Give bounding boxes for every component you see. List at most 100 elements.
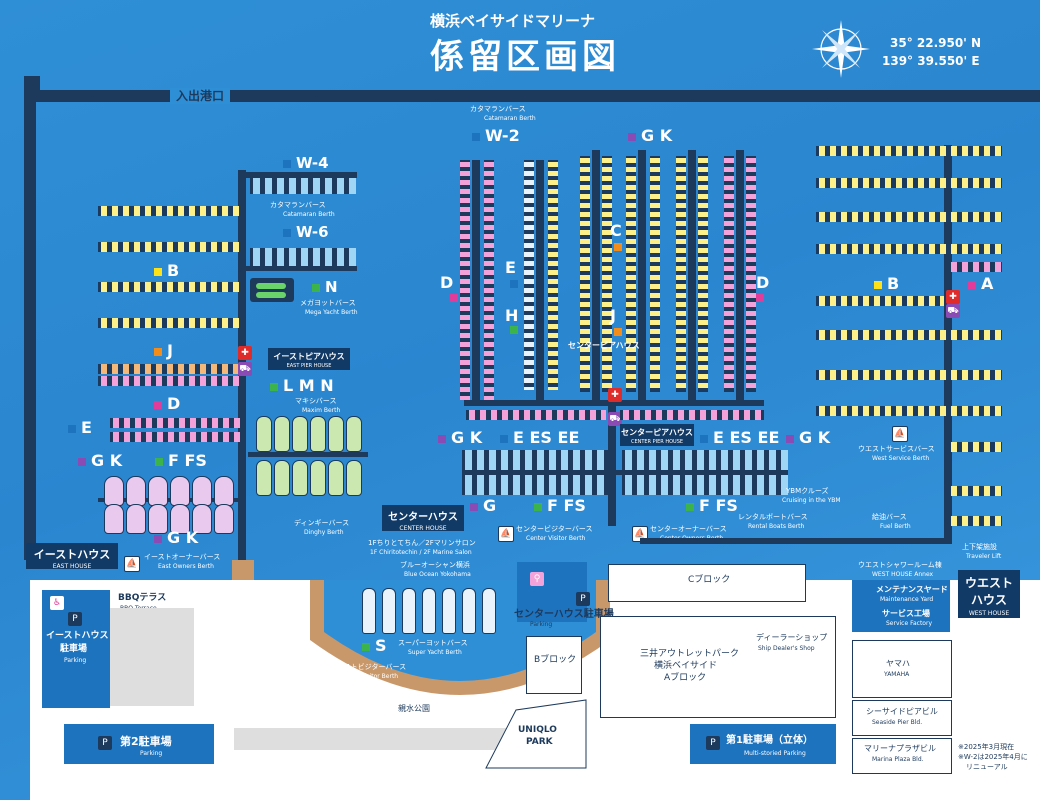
- e-row: [110, 418, 240, 428]
- aed-icon: ✚: [946, 290, 960, 304]
- dinghy-caption: ディンギーバース: [294, 519, 350, 527]
- marina-plaza-jp: マリーナプラザビル: [864, 744, 936, 753]
- mega-yacht-1: [256, 283, 286, 289]
- ffs-slip-row-2: [622, 475, 788, 495]
- dealer-jp: ディーラーショップ: [756, 633, 828, 642]
- gk-slip: [104, 504, 124, 534]
- c-center-label: C: [610, 221, 622, 240]
- h-center-swatch: [510, 326, 518, 334]
- catamaran-w4-caption-en: Catamaran Berth: [283, 211, 335, 218]
- catamaran-w4-caption: カタマランバース: [270, 201, 326, 209]
- latitude: 35° 22.950' N: [890, 36, 982, 50]
- center-pier-house-box[interactable]: センターピアハウス CENTER PIER HOUSE: [620, 424, 694, 446]
- b-block[interactable]: [526, 636, 582, 694]
- maxim-pier: [248, 452, 368, 457]
- rental-caption-en: Rental Boats Berth: [748, 523, 805, 530]
- chirin-caption: 1Fちりとてちん／2Fマリンサロン: [368, 539, 476, 547]
- dinghy-caption-en: Dinghy Berth: [304, 529, 344, 536]
- maint-en: Maintenance Yard: [880, 596, 934, 603]
- westroom-caption-en: WEST HOUSE Annex: [872, 571, 934, 578]
- seaside-en: Seaside Pier Bld.: [872, 719, 923, 726]
- super-yacht-slip: [462, 588, 476, 634]
- marina-plaza-block[interactable]: [852, 738, 952, 774]
- parking-icon: P: [576, 592, 590, 606]
- d-col-1: [460, 160, 470, 400]
- b-row-4: [98, 318, 240, 328]
- maxim-slip: [310, 460, 326, 496]
- center-owners-caption: センターオーナーバース: [650, 525, 727, 533]
- center-house-box[interactable]: センターハウス CENTER HOUSE: [382, 505, 464, 532]
- c-col-2: [580, 156, 590, 392]
- fuel-caption: 給油バース: [872, 513, 907, 521]
- cart-icon: ⛟: [238, 362, 252, 376]
- outlet-1: 三井アウトレットパーク: [640, 649, 740, 659]
- east-parking-en: Parking: [64, 657, 87, 664]
- harbor-entrance-label: 入出港口: [170, 88, 231, 104]
- center-pier-house-jp: センターピアハウス: [621, 428, 693, 437]
- e-row-2: [110, 432, 240, 442]
- maxim-caption: マキシバース: [295, 397, 337, 405]
- a-east-row-1: [948, 262, 1002, 272]
- yamaha-block[interactable]: [852, 640, 952, 698]
- yamaha-jp: ヤマハ: [886, 659, 910, 668]
- maintenance-block[interactable]: [852, 580, 950, 632]
- super-yacht-caption: スーパーヨットバース: [398, 639, 468, 647]
- gk-slip: [170, 476, 190, 506]
- ee-slip-row-2: [622, 450, 788, 470]
- w6-pier: [245, 266, 357, 271]
- outlet-2: 横浜ベイサイド: [654, 661, 718, 671]
- catamaran-w2-caption: カタマランバース: [470, 105, 526, 113]
- maxim-slip: [292, 460, 308, 496]
- d-row-1: [98, 376, 240, 386]
- east-pier-house-box[interactable]: イーストピアハウス EAST PIER HOUSE: [268, 348, 350, 370]
- lift-caption-en: Traveler Lift: [966, 553, 1002, 560]
- west-main-pier: [944, 145, 952, 540]
- maxim-slip: [328, 416, 344, 452]
- b-east-row-10: [948, 486, 1002, 496]
- uniqlo-2: PARK: [526, 737, 553, 747]
- west-house-jp1: ウエスト: [964, 576, 1013, 590]
- seaside-jp: シーサイドピアビル: [866, 707, 938, 716]
- west-house-en: WEST HOUSE: [968, 610, 1010, 617]
- super-yacht-slip: [422, 588, 436, 634]
- east-house-en: EAST HOUSE: [52, 563, 92, 570]
- gk-slip: [170, 504, 190, 534]
- west-house-box[interactable]: ウエスト ハウス WEST HOUSE: [958, 570, 1020, 618]
- mega-yacht-2: [256, 292, 286, 298]
- gk-center-left-label: G K: [438, 430, 482, 446]
- d-center-swatch-2: [756, 294, 764, 302]
- gk-slip: [192, 476, 212, 506]
- b-block-label: Bブロック: [534, 655, 577, 665]
- c-col-1: [548, 160, 558, 390]
- boat-icon: ⛵: [124, 556, 140, 572]
- compass-rose-icon: [812, 20, 870, 78]
- d-pier: [472, 160, 480, 400]
- uniqlo-park[interactable]: [476, 690, 596, 770]
- east-house-box[interactable]: イーストハウス EAST HOUSE: [26, 543, 118, 570]
- w2-berth-label: W-2: [472, 128, 520, 144]
- outlet-a-block[interactable]: [600, 616, 836, 718]
- b-east-row-9: [948, 442, 1002, 452]
- eesee-right-label: E ES EE: [700, 430, 779, 446]
- toilet-icon: ♿: [50, 596, 64, 610]
- gk-slip: [126, 504, 146, 534]
- parking-2-block[interactable]: [64, 724, 214, 764]
- d-col-3: [724, 156, 734, 392]
- maxim-slip: [256, 416, 272, 452]
- longitude: 139° 39.550' E: [882, 54, 980, 68]
- center-house-parking-block[interactable]: [517, 562, 587, 622]
- center-visitor-caption: センタービジターバース: [516, 525, 593, 533]
- ybm-cruise-caption: YBMクルーズ: [786, 487, 829, 495]
- maxim-slip: [346, 460, 362, 496]
- j-center-swatch: [614, 328, 622, 336]
- seaside-block[interactable]: [852, 700, 952, 736]
- west-house-jp2: ハウス: [970, 593, 1007, 607]
- c-block[interactable]: [608, 564, 806, 602]
- cart-icon: ⛟: [608, 412, 622, 426]
- super-yacht-slip: [362, 588, 376, 634]
- center-house-en: CENTER HOUSE: [399, 525, 447, 532]
- maxim-slip: [310, 416, 326, 452]
- d-col-4: [746, 156, 756, 392]
- gk-slip: [104, 476, 124, 506]
- east-parking-jp2: 駐車場: [60, 644, 88, 654]
